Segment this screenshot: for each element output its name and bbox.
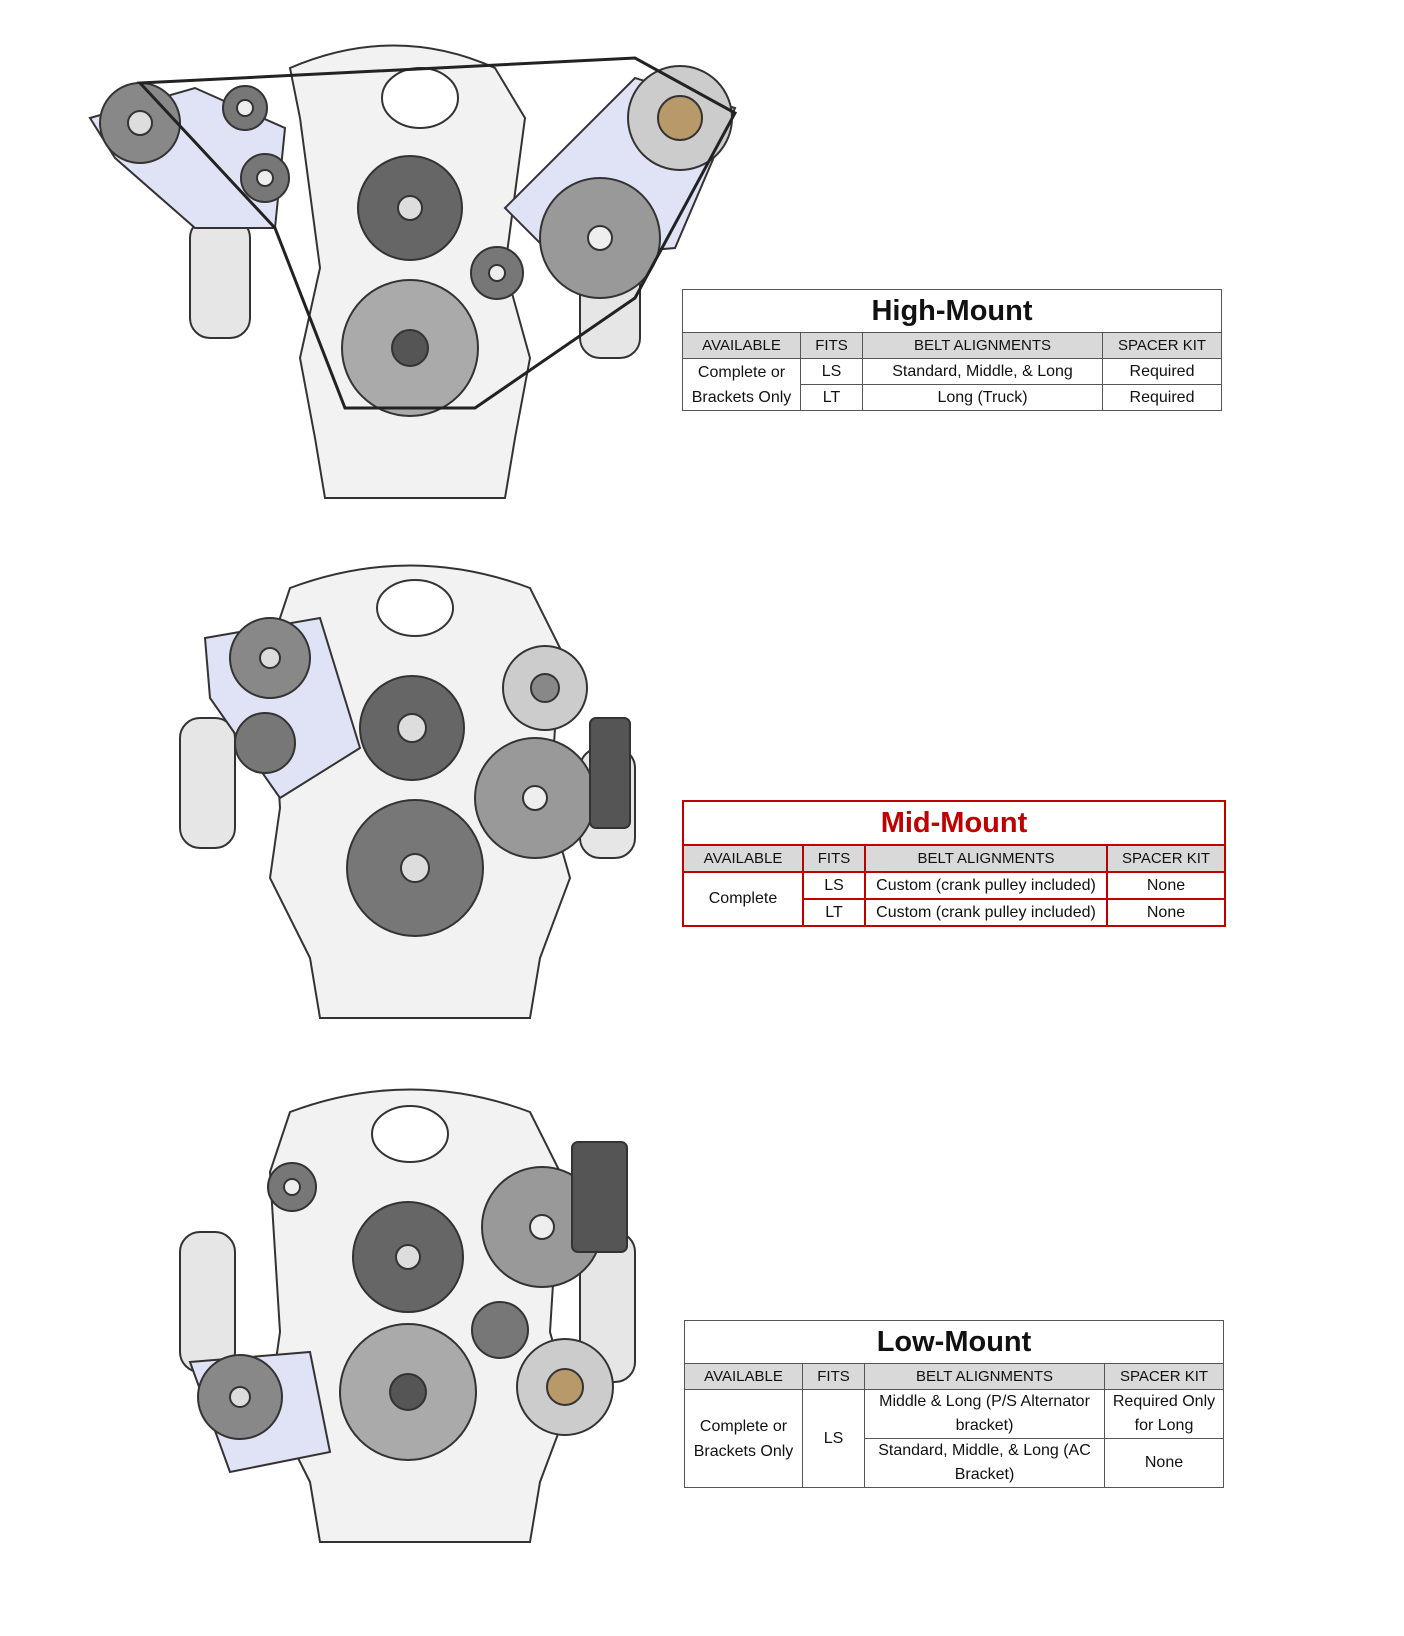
column-header: BELT ALIGNMENTS	[862, 332, 1103, 359]
column-header: SPACER KIT	[1104, 1363, 1224, 1390]
column-header: BELT ALIGNMENTS	[864, 844, 1108, 873]
column-header: FITS	[802, 844, 866, 873]
column-header: BELT ALIGNMENTS	[864, 1363, 1105, 1390]
column-header: AVAILABLE	[682, 844, 804, 873]
spacer-cell: None	[1104, 1438, 1224, 1488]
table-title: Low-Mount	[684, 1320, 1224, 1364]
available-cell: Complete or Brackets Only	[682, 358, 801, 411]
mid-mount-engine-image	[179, 564, 636, 1019]
table-row: Complete LS Custom (crank pulley include…	[682, 871, 1226, 927]
fits-cell: LS	[802, 1389, 865, 1488]
belt-cell: Custom (crank pulley included)	[864, 898, 1108, 927]
belt-cell: Custom (crank pulley included)	[864, 871, 1108, 900]
belt-cell: Middle & Long (P/S Alternator bracket)	[864, 1389, 1105, 1439]
column-header: FITS	[802, 1363, 865, 1390]
spacer-cell: Required Only for Long	[1104, 1389, 1224, 1439]
fits-cell: LT	[802, 898, 866, 927]
table-title: High-Mount	[682, 289, 1222, 333]
column-header: SPACER KIT	[1102, 332, 1222, 359]
belt-cell: Long (Truck)	[862, 384, 1103, 411]
spacer-cell: Required	[1102, 384, 1222, 411]
spacer-cell: Required	[1102, 358, 1222, 385]
fits-cell: LT	[800, 384, 863, 411]
column-header: AVAILABLE	[682, 332, 801, 359]
high-mount-table: High-Mount AVAILABLE FITS BELT ALIGNMENT…	[682, 289, 1222, 411]
column-header: AVAILABLE	[684, 1363, 803, 1390]
spacer-cell: None	[1106, 871, 1226, 900]
spacer-cell: None	[1106, 898, 1226, 927]
table-title: Mid-Mount	[682, 800, 1226, 846]
table-row: LT Long (Truck) Required	[683, 384, 1222, 411]
column-header: SPACER KIT	[1106, 844, 1226, 873]
column-header: FITS	[800, 332, 863, 359]
table-row: Complete or Brackets Only LS Standard, M…	[682, 358, 1222, 411]
table-row: Complete or Brackets Only LS Middle & Lo…	[684, 1389, 1224, 1488]
low-mount-table: Low-Mount AVAILABLE FITS BELT ALIGNMENTS…	[684, 1320, 1224, 1488]
table-row: Standard, Middle, & Long (AC Bracket) No…	[685, 1438, 1224, 1488]
low-mount-engine-image	[179, 1088, 636, 1543]
available-cell: Complete	[682, 871, 804, 927]
fits-cell: LS	[800, 358, 863, 385]
belt-cell: Standard, Middle, & Long	[862, 358, 1103, 385]
fits-cell: LS	[802, 871, 866, 900]
available-cell: Complete or Brackets Only	[684, 1389, 803, 1488]
high-mount-engine-image	[88, 44, 738, 499]
mid-mount-table: Mid-Mount AVAILABLE FITS BELT ALIGNMENTS…	[682, 800, 1226, 927]
table-row: LT Custom (crank pulley included) None	[683, 898, 1226, 927]
belt-cell: Standard, Middle, & Long (AC Bracket)	[864, 1438, 1105, 1488]
